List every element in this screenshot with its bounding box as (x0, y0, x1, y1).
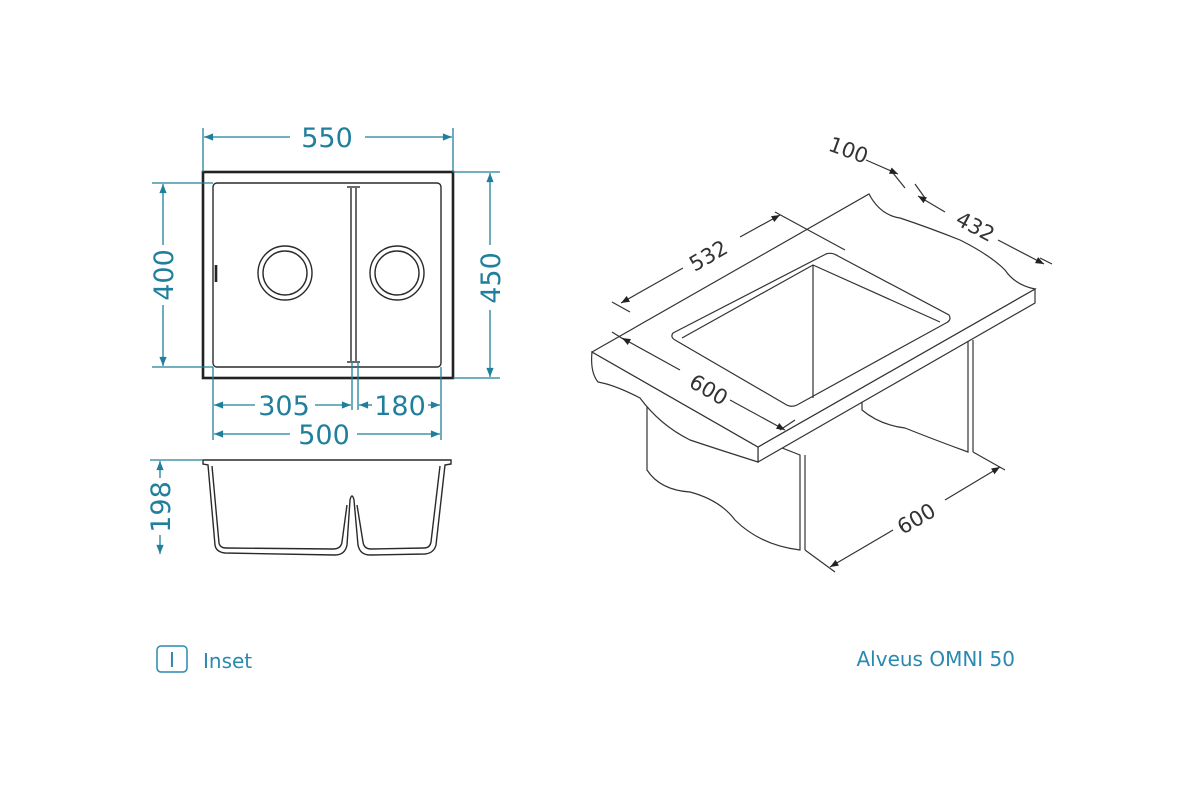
dim-sink-depth: 198 (146, 459, 203, 554)
dim-label: 532 (685, 236, 732, 277)
dim-label: 198 (146, 481, 177, 533)
model-name: Alveus OMNI 50 (857, 647, 1016, 671)
dim-overall-depth: 450 (453, 171, 507, 379)
sink-cutout-inner (681, 264, 941, 398)
drain-large-bowl (257, 245, 313, 301)
dim-label: 550 (301, 123, 353, 154)
dim-inner-width: 500 (214, 420, 441, 451)
dim-label: 100 (825, 132, 871, 168)
mount-type-label: Inset (203, 649, 252, 673)
top-view: 550 400 450 305 180 (149, 123, 507, 451)
dim-label: 500 (298, 420, 350, 451)
dim-cabinet-width: 600 (829, 466, 1001, 568)
inset-icon (156, 645, 188, 673)
dim-label: 180 (374, 391, 426, 422)
dim-large-bowl-width: 305 (214, 391, 352, 422)
isometric-view: 532 100 432 600 600 (590, 132, 1053, 573)
cabinet-back (861, 338, 969, 453)
dim-small-bowl-width: 180 (358, 391, 441, 422)
sink-inner-outline (212, 182, 442, 368)
dim-label: 305 (258, 391, 310, 422)
countertop-left-edge (591, 351, 759, 463)
drain-small-bowl (369, 245, 425, 301)
inset-icon-letter: I (169, 648, 175, 672)
sink-section-inner (211, 465, 441, 550)
side-view: 198 (146, 459, 452, 556)
dim-label: 450 (476, 252, 507, 304)
dim-overall-width: 550 (202, 123, 454, 172)
dim-setback: 100 (825, 132, 899, 175)
sink-section-outer (202, 459, 452, 556)
sink-outer-outline (201, 170, 455, 380)
bowl-divider (347, 186, 360, 363)
dim-label: 600 (893, 499, 940, 540)
dim-label: 400 (149, 249, 180, 301)
dim-inner-depth: 400 (149, 182, 213, 368)
mount-type-badge: I Inset (156, 645, 252, 673)
